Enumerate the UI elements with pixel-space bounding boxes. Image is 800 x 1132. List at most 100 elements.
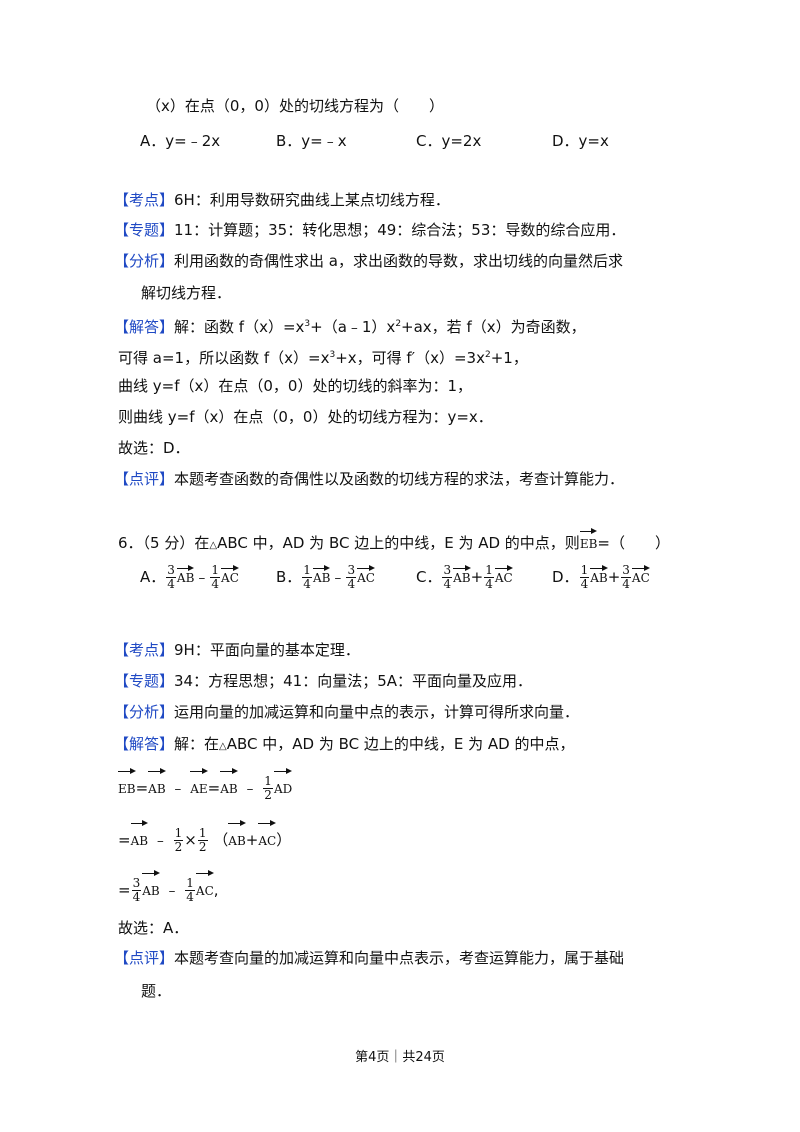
exponent: 2 bbox=[395, 319, 402, 329]
vector-AC: AC bbox=[258, 820, 276, 856]
vector-AC: AC bbox=[357, 565, 375, 585]
q5-stem: （x）在点（0，0）处的切线方程为（ ） bbox=[146, 97, 444, 115]
denominator: 4 bbox=[443, 577, 452, 591]
q5-option-b: B．y=﹣x bbox=[276, 132, 347, 150]
vector-AB: AB bbox=[142, 870, 161, 906]
exponent: 3 bbox=[304, 319, 311, 329]
jieda-text: 解：在 bbox=[174, 735, 220, 753]
a6-choice: 故选：A． bbox=[118, 919, 189, 937]
a6-dianping: 【点评】本题考查向量的加减运算和向量中点表示，考查运算能力，属于基础 bbox=[114, 948, 624, 968]
a5-line4: 则曲线 y=f（x）在点（0，0）处的切线方程为：y=x． bbox=[118, 408, 493, 426]
kaodian-tag: 【考点】 bbox=[114, 191, 175, 209]
vector-AB: AB bbox=[453, 565, 472, 585]
page-footer: 第4页｜共24页 bbox=[355, 1050, 445, 1065]
equals: = bbox=[207, 779, 221, 797]
numerator: 1 bbox=[263, 774, 273, 789]
paren: ） bbox=[276, 831, 292, 849]
vector-EB: EB bbox=[579, 528, 597, 554]
operator: ﹣ bbox=[194, 568, 210, 586]
operator: ﹣ bbox=[164, 881, 180, 899]
denominator: 4 bbox=[485, 577, 493, 591]
denominator: 4 bbox=[167, 577, 175, 591]
vector-AB: AB bbox=[228, 820, 247, 856]
vector-AB: AB bbox=[590, 565, 609, 585]
vector-AC: AC bbox=[221, 565, 239, 585]
zhuanti-tag: 【专题】 bbox=[114, 221, 175, 239]
operator: + bbox=[607, 568, 621, 586]
numerator: 1 bbox=[197, 826, 208, 841]
equals: = bbox=[118, 881, 131, 899]
numerator: 3 bbox=[621, 563, 631, 578]
vector-AB: AB bbox=[148, 768, 167, 804]
zhuanti-text: 11：计算题；35：转化思想；49：综合法；53：导数的综合应用． bbox=[174, 221, 626, 239]
option-letter: D． bbox=[552, 568, 579, 586]
option-letter: A． bbox=[140, 568, 166, 586]
triangle-symbol: △ bbox=[209, 540, 218, 551]
vector-AB: AB bbox=[130, 820, 149, 856]
q5-option-a: A．y=﹣2x bbox=[140, 132, 221, 150]
operator: ﹣ bbox=[242, 779, 258, 797]
a6-zhuanti: 【专题】34：方程思想；41：向量法；5A：平面向量及应用． bbox=[114, 671, 532, 691]
exponent: 3 bbox=[329, 350, 336, 360]
zhuanti-tag: 【专题】 bbox=[114, 672, 175, 690]
zhuanti-text: 34：方程思想；41：向量法；5A：平面向量及应用． bbox=[174, 672, 532, 690]
vector-AC: AC bbox=[631, 565, 650, 585]
option-letter: B． bbox=[276, 568, 302, 586]
text: +x，可得 f′（x）=3x bbox=[335, 349, 485, 367]
fenxi-text: 利用函数的奇偶性求出 a，求出函数的导数，求出切线的向量然后求 bbox=[174, 252, 623, 270]
times-symbol: × bbox=[184, 831, 197, 849]
numerator: 3 bbox=[346, 563, 357, 578]
a5-line5: 故选：D． bbox=[118, 439, 190, 457]
stem-text: =（ ） bbox=[597, 534, 670, 552]
operator: ﹣ bbox=[152, 831, 168, 849]
numerator: 3 bbox=[131, 876, 142, 891]
dianping-tag: 【点评】 bbox=[114, 470, 175, 488]
equals: = bbox=[135, 779, 149, 797]
a6-kaodian: 【考点】9H：平面向量的基本定理． bbox=[114, 640, 360, 660]
denominator: 4 bbox=[347, 577, 356, 591]
vector-AD: AD bbox=[273, 768, 293, 804]
exponent: 2 bbox=[484, 350, 491, 360]
vector-AC: AC bbox=[494, 565, 513, 585]
fenxi-tag: 【分析】 bbox=[114, 703, 175, 721]
comma: , bbox=[213, 881, 219, 899]
dianping-text: 本题考查向量的加减运算和向量中点表示，考查运算能力，属于基础 bbox=[174, 949, 625, 967]
denominator: 4 bbox=[211, 577, 220, 591]
kaodian-tag: 【考点】 bbox=[114, 641, 175, 659]
equals: = bbox=[118, 831, 131, 849]
numerator: 1 bbox=[484, 563, 494, 578]
a6-dianping-cont: 题． bbox=[141, 982, 172, 1000]
jieda-text: +（a﹣1）x bbox=[310, 318, 396, 336]
numerator: 1 bbox=[210, 563, 221, 578]
a5-zhuanti: 【专题】11：计算题；35：转化思想；49：综合法；53：导数的综合应用． bbox=[114, 220, 625, 240]
vector-AB: AB bbox=[312, 565, 331, 585]
paren: （ bbox=[213, 831, 229, 849]
numerator: 1 bbox=[185, 876, 195, 891]
denominator: 2 bbox=[264, 788, 272, 802]
a5-kaodian: 【考点】6H：利用导数研究曲线上某点切线方程． bbox=[114, 190, 450, 210]
a6-jieda: 【解答】解：在△ABC 中，AD 为 BC 边上的中线，E 为 AD 的中点， bbox=[114, 734, 574, 757]
denominator: 4 bbox=[622, 577, 630, 591]
numerator: 3 bbox=[442, 563, 453, 578]
jieda-text: ABC 中，AD 为 BC 边上的中线，E 为 AD 的中点， bbox=[226, 735, 575, 753]
vector-AC: AC bbox=[195, 870, 214, 906]
option-letter: C． bbox=[416, 568, 442, 586]
operator: ﹣ bbox=[170, 779, 186, 797]
a5-line2: 可得 a=1，所以函数 f（x）=x3+x，可得 f′（x）=3x2+1， bbox=[118, 345, 528, 368]
vector-AE: AE bbox=[190, 768, 209, 804]
a5-dianping: 【点评】本题考查函数的奇偶性以及函数的切线方程的求法，考查计算能力． bbox=[114, 469, 624, 489]
kaodian-text: 9H：平面向量的基本定理． bbox=[174, 641, 360, 659]
dianping-text: 本题考查函数的奇偶性以及函数的切线方程的求法，考查计算能力． bbox=[174, 470, 625, 488]
a5-jieda: 【解答】解：函数 f（x）=x3+（a﹣1）x2+ax，若 f（x）为奇函数， bbox=[114, 314, 586, 337]
operator: + bbox=[245, 831, 259, 849]
